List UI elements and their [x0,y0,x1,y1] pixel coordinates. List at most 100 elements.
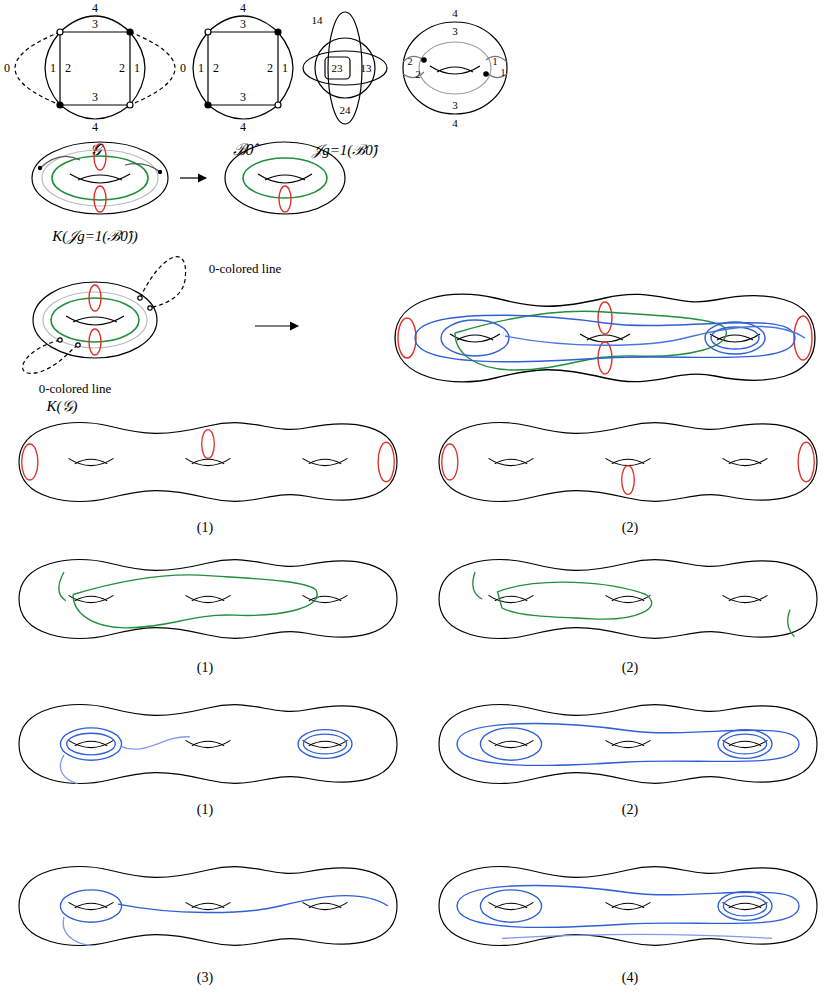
figure-caption: K(𝒢) [47,399,78,414]
drawn-path [63,917,91,946]
drawn-circle [76,343,80,347]
drawn-ellipse [89,329,101,355]
drawn-path [70,174,130,183]
drawn-circle [57,29,63,35]
torus-kg [23,257,186,374]
edge-label: 3 [452,26,458,37]
edge-label: 4 [92,121,98,133]
edge-label: 13 [361,63,372,74]
edge-label: 1 [282,62,288,74]
edge-label: (2) [622,661,638,675]
genus3-green-2 [439,560,817,639]
figure-caption: 𝒢 [90,142,101,158]
drawn-path [73,575,317,628]
drawn-ellipse [202,430,215,459]
drawn-ellipse [723,896,766,916]
drawn-circle [158,170,162,174]
drawn-path [486,56,507,77]
drawn-ellipse [51,298,139,342]
drawn-circle [484,72,488,76]
map-arrow [180,177,206,178]
drawn-ellipse [60,728,121,760]
edge-label: 23 [332,63,343,74]
genus3-blue-2 [439,705,817,784]
drawn-circle [58,338,62,342]
drawn-rect [325,57,350,79]
drawn-use [19,867,397,946]
drawn-use [439,705,817,784]
drawn-path [40,156,160,172]
genus3-full [395,294,815,382]
drawn-path [457,724,799,766]
edge-label: (2) [622,521,638,535]
drawn-circle [127,29,133,35]
drawn-path [59,572,66,601]
drawn-ellipse [43,292,147,348]
drawn-circle [127,102,133,108]
edge-label: 3 [92,91,98,103]
genus3-blue-4 [439,867,817,946]
edge-label: 14 [312,15,323,26]
drawn-ellipse [403,22,507,114]
edge-label: (3) [197,971,213,985]
drawn-ellipse [718,730,772,759]
drawn-ellipse [622,466,635,495]
edge-label: 1 [501,68,506,78]
drawn-ellipse [480,728,541,760]
edge-label: 4 [240,2,246,14]
drawn-ellipse [315,38,375,98]
drawn-path [23,340,78,373]
edge-label: 0-colored line [209,262,282,275]
edge-label: 3 [92,18,98,30]
drawn-ellipse [794,316,812,360]
drawn-circle [148,306,152,310]
edge-label: (1) [197,661,213,675]
drawn-ellipse [723,734,766,754]
drawn-use [19,560,397,639]
drawn-ellipse [279,186,291,212]
drawn-path [193,32,293,105]
drawn-ellipse [42,150,158,206]
edge-label: 4 [452,8,458,19]
edge-label: 1 [134,62,140,74]
edge-label: 2 [267,62,273,74]
drawn-ellipse [378,442,394,482]
drawn-path [430,66,480,74]
figure-caption: 𝒥g=1(ℬ0̂) [312,143,378,158]
drawn-ellipse [243,158,327,198]
drawn-path [45,32,145,105]
drawn-use [439,560,817,639]
drawn-ellipse [303,51,387,85]
drawn-circle [138,296,142,300]
drawn-ellipse [718,892,772,921]
drawn-circle [422,58,426,62]
drawn-circle [275,29,281,35]
edge-label: 2 [213,62,219,74]
drawn-path [457,886,799,928]
drawn-path [118,896,388,913]
drawn-path [66,316,124,325]
edge-label: 0-colored line [39,382,112,395]
edge-label: 0 [4,62,10,74]
edge-label: 2 [416,70,421,80]
drawn-ellipse [32,142,168,214]
drawn-ellipse [60,890,121,922]
drawn-path [403,56,424,77]
edge-label: 1 [198,62,204,74]
drawn-path [415,315,795,362]
drawn-use [19,705,397,784]
drawn-path [140,257,186,308]
drawn-ellipse [67,733,116,755]
edge-label: 24 [340,105,351,116]
drawn-ellipse [33,282,157,358]
drawn-path [502,934,772,938]
edge-label: 3 [452,100,458,111]
drawn-path [473,572,482,599]
edge-label: 1 [50,62,56,74]
drawn-circle [57,102,63,108]
edge-label: 3 [240,91,246,103]
genus3-red-1 [19,423,397,502]
edge-label: 4 [240,121,246,133]
